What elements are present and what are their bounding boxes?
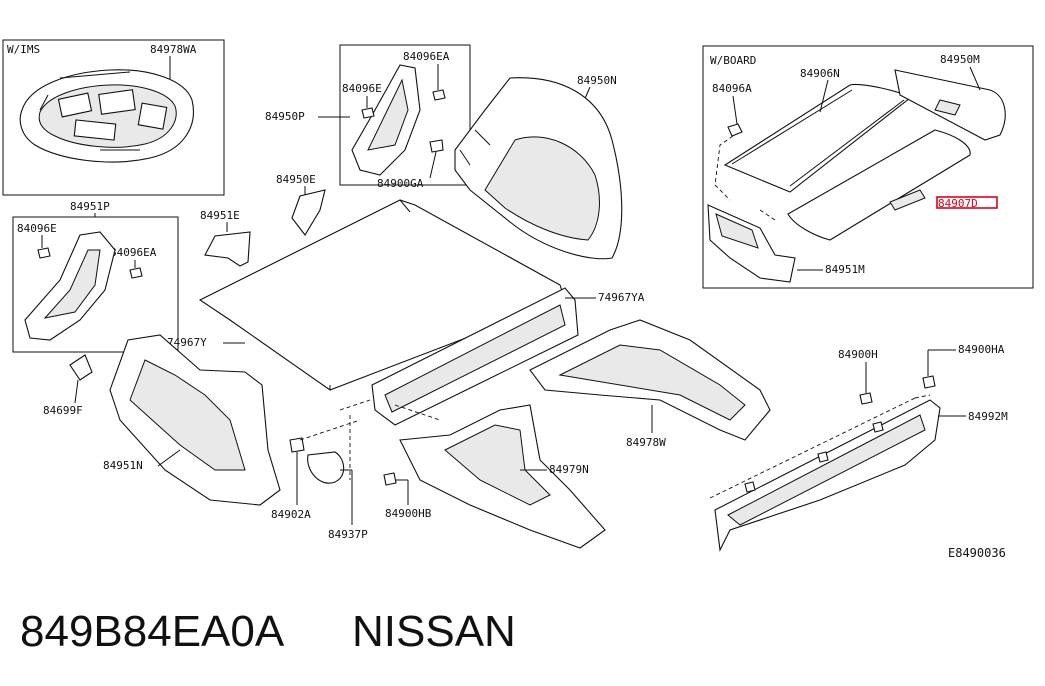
trim-84951M [707, 204, 796, 283]
label-84900GA: 84900GA [377, 177, 424, 190]
label-74967Y: 74967Y [167, 336, 207, 349]
rear-trim-74967YA: 74967YA [371, 287, 645, 426]
label-84992M: 84992M [968, 410, 1008, 423]
label-74967YA: 74967YA [598, 291, 645, 304]
label-84699F: 84699F [43, 404, 83, 417]
kick-plate-84992M: 84992M 84900H 84900HA [709, 343, 1008, 552]
label-84951M: 84951M [825, 263, 865, 276]
label-84096E-left: 84096E [17, 222, 57, 235]
inset-board-title: W/BOARD [710, 54, 756, 67]
label-84950N: 84950N [577, 74, 617, 87]
label-84937P: 84937P [328, 528, 368, 541]
inset-ims: W/IMS 84978WA [2, 39, 225, 196]
label-84906N: 84906N [800, 67, 840, 80]
trim-84950M [894, 69, 1006, 141]
group-84950P: 84096EA 84096E 84950P 84900GA [265, 44, 471, 190]
fasteners-84902A-84937P: 84902A 84937P [271, 437, 368, 541]
lower-tray-84979N: 84979N [399, 404, 606, 549]
label-84979N: 84979N [549, 463, 589, 476]
label-84950M: 84950M [940, 53, 980, 66]
inset-84951P: 84951P 84096E 84096EA [12, 200, 179, 353]
caption-brand: NISSAN [352, 607, 516, 656]
label-84951P: 84951P [70, 200, 110, 213]
bracket-84950E: 84950E [276, 173, 326, 236]
clip-84096A [727, 123, 743, 137]
clip-84900HB: 84900HB [383, 472, 432, 520]
caption-part-number: 849B84EA0A [20, 607, 285, 656]
inset-board-frame [702, 45, 1034, 289]
label-84902A: 84902A [271, 508, 311, 521]
label-84096EA-left: 84096EA [110, 246, 157, 259]
label-84950P: 84950P [265, 110, 305, 123]
label-84951E: 84951E [200, 209, 240, 222]
label-84096EA-top: 84096EA [403, 50, 450, 63]
label-84900H: 84900H [838, 348, 878, 361]
spare-tire-tray-part [19, 69, 194, 163]
wheelhouse-trim-84950N: 84950N [454, 74, 623, 260]
side-trim-84951P [24, 231, 116, 341]
inset-ims-frame [2, 39, 225, 196]
bracket-84951E: 84951E [200, 209, 251, 267]
label-84900HB: 84900HB [385, 507, 432, 520]
label-84900HA: 84900HA [958, 343, 1005, 356]
group-84950P-frame [339, 44, 471, 186]
label-84950E: 84950E [276, 173, 316, 186]
label-84978W: 84978W [626, 436, 666, 449]
label-84096E-top: 84096E [342, 82, 382, 95]
inset-board: W/BOARD 84906N 84950M 84096A 84951M 8490… [702, 45, 1034, 289]
label-84096A: 84096A [712, 82, 752, 95]
inset-ims-title: W/IMS [7, 43, 40, 56]
label-84978WA: 84978WA [150, 43, 197, 56]
board-panel-84907D [787, 129, 971, 241]
reference-code: E8490036 [948, 546, 1006, 560]
side-finisher-84951N: 84951N [103, 334, 281, 506]
label-84907D: 84907D [938, 197, 978, 210]
side-tray-84978W: 84978W [529, 319, 771, 449]
clip-84699F: 84699F [43, 354, 93, 417]
highlight-box-84907D [936, 196, 998, 209]
label-84951N: 84951N [103, 459, 143, 472]
